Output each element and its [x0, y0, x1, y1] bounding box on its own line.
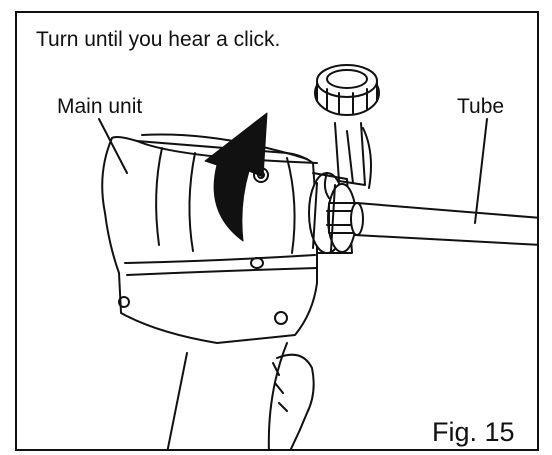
figure-caption: Fig. 15	[432, 417, 515, 447]
handle	[166, 342, 315, 449]
main-unit-leader	[98, 118, 128, 174]
main-unit-body	[101, 133, 318, 344]
tube-label: Tube	[457, 95, 505, 118]
instruction-text: Turn until you hear a click.	[36, 28, 281, 51]
tube-leader	[474, 118, 488, 224]
illustration	[98, 64, 537, 449]
curved-arrow-icon	[204, 112, 268, 242]
figure-frame: Turn until you hear a click. Main unit T…	[15, 11, 539, 451]
tube-shape	[350, 202, 537, 246]
knob-assembly	[314, 64, 380, 199]
main-unit-label: Main unit	[57, 95, 143, 118]
